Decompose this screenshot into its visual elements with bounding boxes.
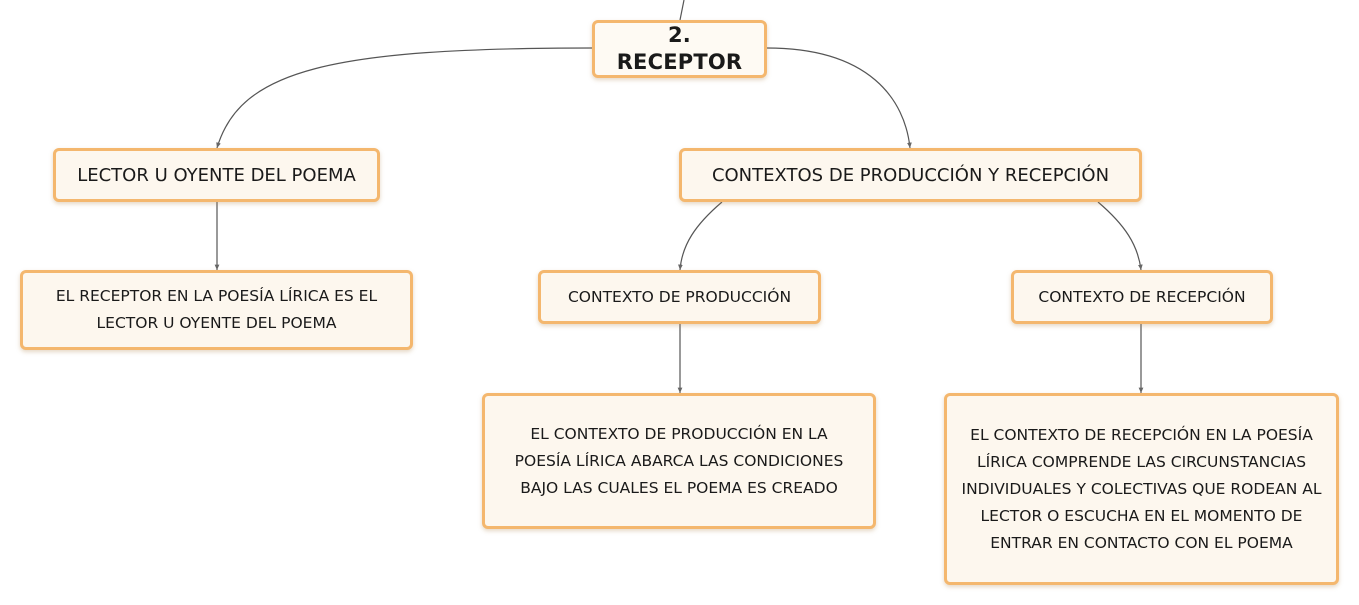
node-contexto-produccion[interactable]: CONTEXTO DE PRODUCCIÓN: [538, 270, 821, 324]
edge-root-to-contextos: [766, 47, 912, 149]
root-node-label: 2. RECEPTOR: [616, 23, 743, 74]
node-receptor-descripcion[interactable]: EL RECEPTOR EN LA POESÍA LÍRICA ES EL LE…: [20, 270, 413, 350]
node-produccion-descripcion[interactable]: EL CONTEXTO DE PRODUCCIÓN EN LA POESÍA L…: [482, 393, 876, 529]
edge-contextos-to-produccion: [678, 201, 723, 271]
node-lector-oyente-label: LECTOR U OYENTE DEL POEMA: [77, 164, 356, 186]
node-lector-oyente[interactable]: LECTOR U OYENTE DEL POEMA: [53, 148, 380, 202]
edge-contextos-to-recepcion: [1097, 201, 1143, 271]
node-contextos[interactable]: CONTEXTOS DE PRODUCCIÓN Y RECEPCIÓN: [679, 148, 1142, 202]
node-recepcion-descripcion-label: EL CONTEXTO DE RECEPCIÓN EN LA POESÍA LÍ…: [961, 425, 1322, 552]
node-contexto-produccion-label: CONTEXTO DE PRODUCCIÓN: [567, 287, 792, 306]
node-contextos-label: CONTEXTOS DE PRODUCCIÓN Y RECEPCIÓN: [711, 164, 1110, 186]
node-contexto-recepcion[interactable]: CONTEXTO DE RECEPCIÓN: [1011, 270, 1273, 324]
node-produccion-descripcion-label: EL CONTEXTO DE PRODUCCIÓN EN LA POESÍA L…: [514, 424, 844, 497]
edge-root-to-lector: [216, 47, 593, 149]
edge-parent-to-root: [679, 0, 685, 21]
node-recepcion-descripcion[interactable]: EL CONTEXTO DE RECEPCIÓN EN LA POESÍA LÍ…: [944, 393, 1339, 585]
node-receptor-descripcion-label: EL RECEPTOR EN LA POESÍA LÍRICA ES EL LE…: [55, 287, 378, 332]
root-node-receptor[interactable]: 2. RECEPTOR: [592, 20, 767, 78]
node-contexto-recepcion-label: CONTEXTO DE RECEPCIÓN: [1038, 287, 1246, 306]
